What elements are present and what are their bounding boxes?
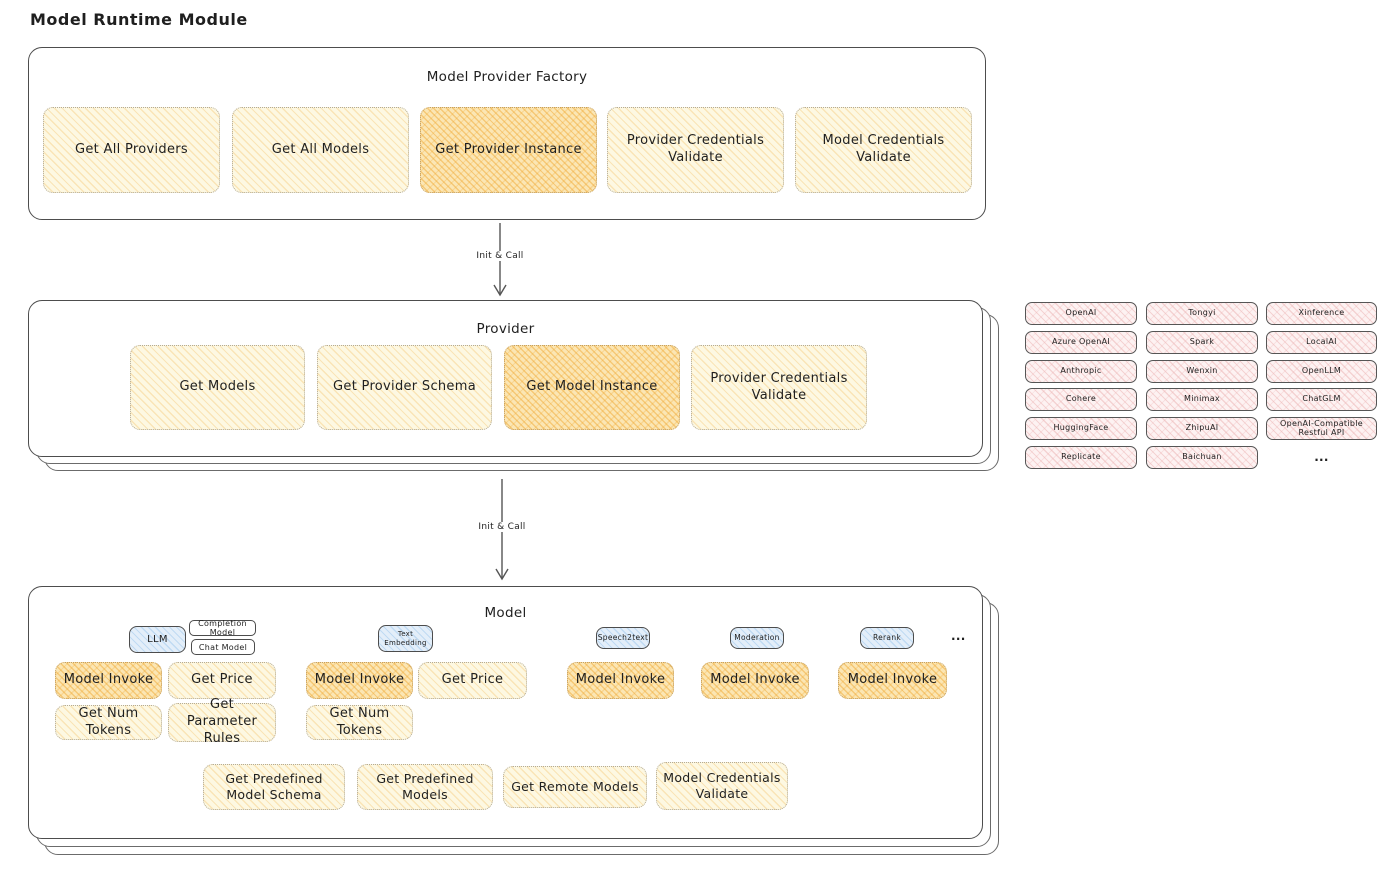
provider-cell-zhipuai: ZhipuAI — [1146, 417, 1258, 440]
page-title: Model Runtime Module — [30, 10, 248, 29]
tab-text-embedding: Text Embedding — [378, 625, 433, 652]
tab-moderation: Moderation — [730, 627, 784, 649]
node-get-num-tokens-text-embedding: Get Num Tokens — [306, 705, 413, 740]
provider-cell-anthropic: Anthropic — [1025, 360, 1137, 383]
node-get-parameter-rules: Get Parameter Rules — [168, 697, 276, 746]
provider-cell-more: ... — [1314, 449, 1329, 464]
node-get-all-providers: Get All Providers — [43, 107, 220, 193]
provider-cell-spark: Spark — [1146, 331, 1258, 354]
node-model-invoke-llm: Model Invoke — [55, 662, 162, 699]
node-get-predefined-model-schema: Get Predefined Model Schema — [203, 764, 345, 810]
node-get-provider-schema: Get Provider Schema — [317, 345, 492, 430]
node-model-credentials-validate: Model Credentials Validate — [656, 762, 788, 810]
init-call-label-1: Init & Call — [472, 251, 528, 261]
provider-cell-xinference: Xinference — [1266, 302, 1377, 325]
tab-chat-model: Chat Model — [191, 639, 255, 655]
node-model-credentials-validate-factory: Model Credentials Validate — [795, 107, 972, 193]
tab-completion-model: Completion Model — [189, 619, 256, 637]
tabs-more: ... — [951, 629, 966, 643]
node-get-model-instance: Get Model Instance — [504, 345, 680, 430]
provider-cell-openai: OpenAI — [1025, 302, 1137, 325]
tab-rerank: Rerank — [860, 627, 914, 649]
provider-cell-wenxin: Wenxin — [1146, 360, 1258, 383]
provider-cell-azure-openai: Azure OpenAI — [1025, 331, 1137, 354]
provider-cell-localai: LocalAI — [1266, 331, 1377, 354]
node-model-invoke-speech2text: Model Invoke — [567, 662, 674, 699]
node-provider-credentials-validate: Provider Credentials Validate — [691, 345, 867, 430]
model-panel-title: Model — [484, 605, 527, 621]
provider-cell-huggingface: HuggingFace — [1025, 417, 1137, 440]
provider-cell-openai-compatible: OpenAI-Compatible Restful API — [1266, 417, 1377, 440]
init-call-arrow-1 — [493, 223, 507, 297]
node-get-all-models: Get All Models — [232, 107, 409, 193]
provider-cell-replicate: Replicate — [1025, 446, 1137, 469]
provider-cell-tongyi: Tongyi — [1146, 302, 1258, 325]
tab-speech2text: Speech2text — [596, 627, 650, 649]
node-model-invoke-rerank: Model Invoke — [838, 662, 947, 699]
node-get-models: Get Models — [130, 345, 305, 430]
init-call-label-2: Init & Call — [474, 522, 530, 532]
provider-cell-chatglm: ChatGLM — [1266, 388, 1377, 411]
tab-llm: LLM — [129, 626, 186, 653]
node-get-price-text-embedding: Get Price — [418, 662, 527, 699]
provider-cell-baichuan: Baichuan — [1146, 446, 1258, 469]
node-get-price-llm: Get Price — [168, 662, 276, 699]
node-get-provider-instance: Get Provider Instance — [420, 107, 597, 193]
node-get-predefined-models: Get Predefined Models — [357, 764, 493, 810]
provider-cell-minimax: Minimax — [1146, 388, 1258, 411]
provider-panel-title: Provider — [476, 321, 535, 337]
provider-cell-cohere: Cohere — [1025, 388, 1137, 411]
factory-panel-title: Model Provider Factory — [426, 69, 588, 85]
provider-cell-openllm: OpenLLM — [1266, 360, 1377, 383]
node-provider-credentials-validate-factory: Provider Credentials Validate — [607, 107, 784, 193]
node-model-invoke-moderation: Model Invoke — [701, 662, 809, 699]
node-model-invoke-text-embedding: Model Invoke — [306, 662, 413, 699]
node-get-remote-models: Get Remote Models — [503, 766, 647, 808]
node-get-num-tokens-llm: Get Num Tokens — [55, 705, 162, 740]
